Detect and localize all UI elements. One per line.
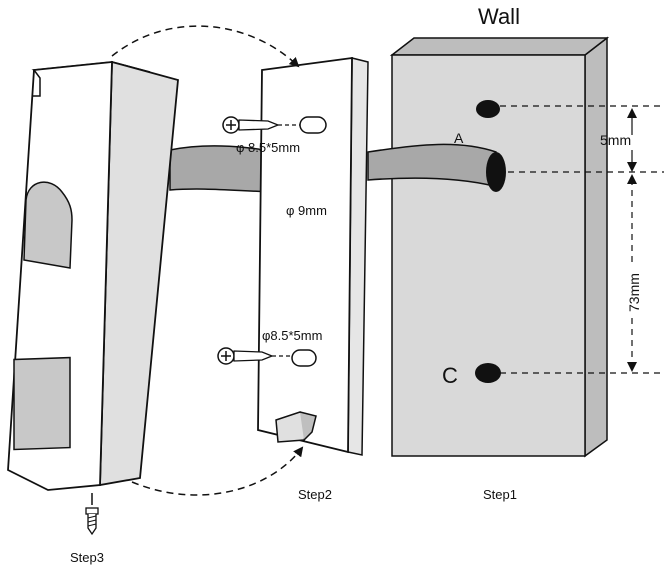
arrow-top-curve bbox=[111, 25, 300, 68]
arrow-bottom-curve bbox=[131, 446, 304, 496]
step2-label: Step2 bbox=[298, 487, 332, 502]
step1-label: Step1 bbox=[483, 487, 517, 502]
dimension-lines bbox=[500, 105, 664, 374]
screw-bottom-icon bbox=[217, 347, 292, 365]
mounting-plate bbox=[257, 56, 369, 456]
hole-top-label: φ 8.5*5mm bbox=[236, 140, 300, 155]
dim-vertical-label: 73mm bbox=[626, 273, 642, 312]
cable-end-a bbox=[486, 152, 506, 192]
hole-bottom-label: φ8.5*5mm bbox=[262, 328, 322, 343]
screw-top-icon bbox=[222, 116, 300, 134]
plate-slot-bottom bbox=[291, 349, 317, 367]
device-screw-icon bbox=[85, 493, 99, 536]
step3-label: Step3 bbox=[70, 550, 104, 565]
dim-top-label: 5mm bbox=[600, 132, 631, 148]
wall-hole-top bbox=[476, 100, 500, 118]
wall-label: Wall bbox=[478, 4, 520, 29]
device-body bbox=[7, 60, 179, 491]
point-c-label: C bbox=[442, 363, 458, 388]
hole-cable-label: φ 9mm bbox=[286, 203, 327, 218]
device-window-upper bbox=[23, 181, 73, 269]
wall-block bbox=[389, 36, 610, 458]
point-a-label: A bbox=[454, 130, 464, 146]
plate-slot-top bbox=[299, 116, 327, 134]
device-window-lower bbox=[13, 356, 71, 451]
wall-hole-c bbox=[475, 363, 501, 383]
